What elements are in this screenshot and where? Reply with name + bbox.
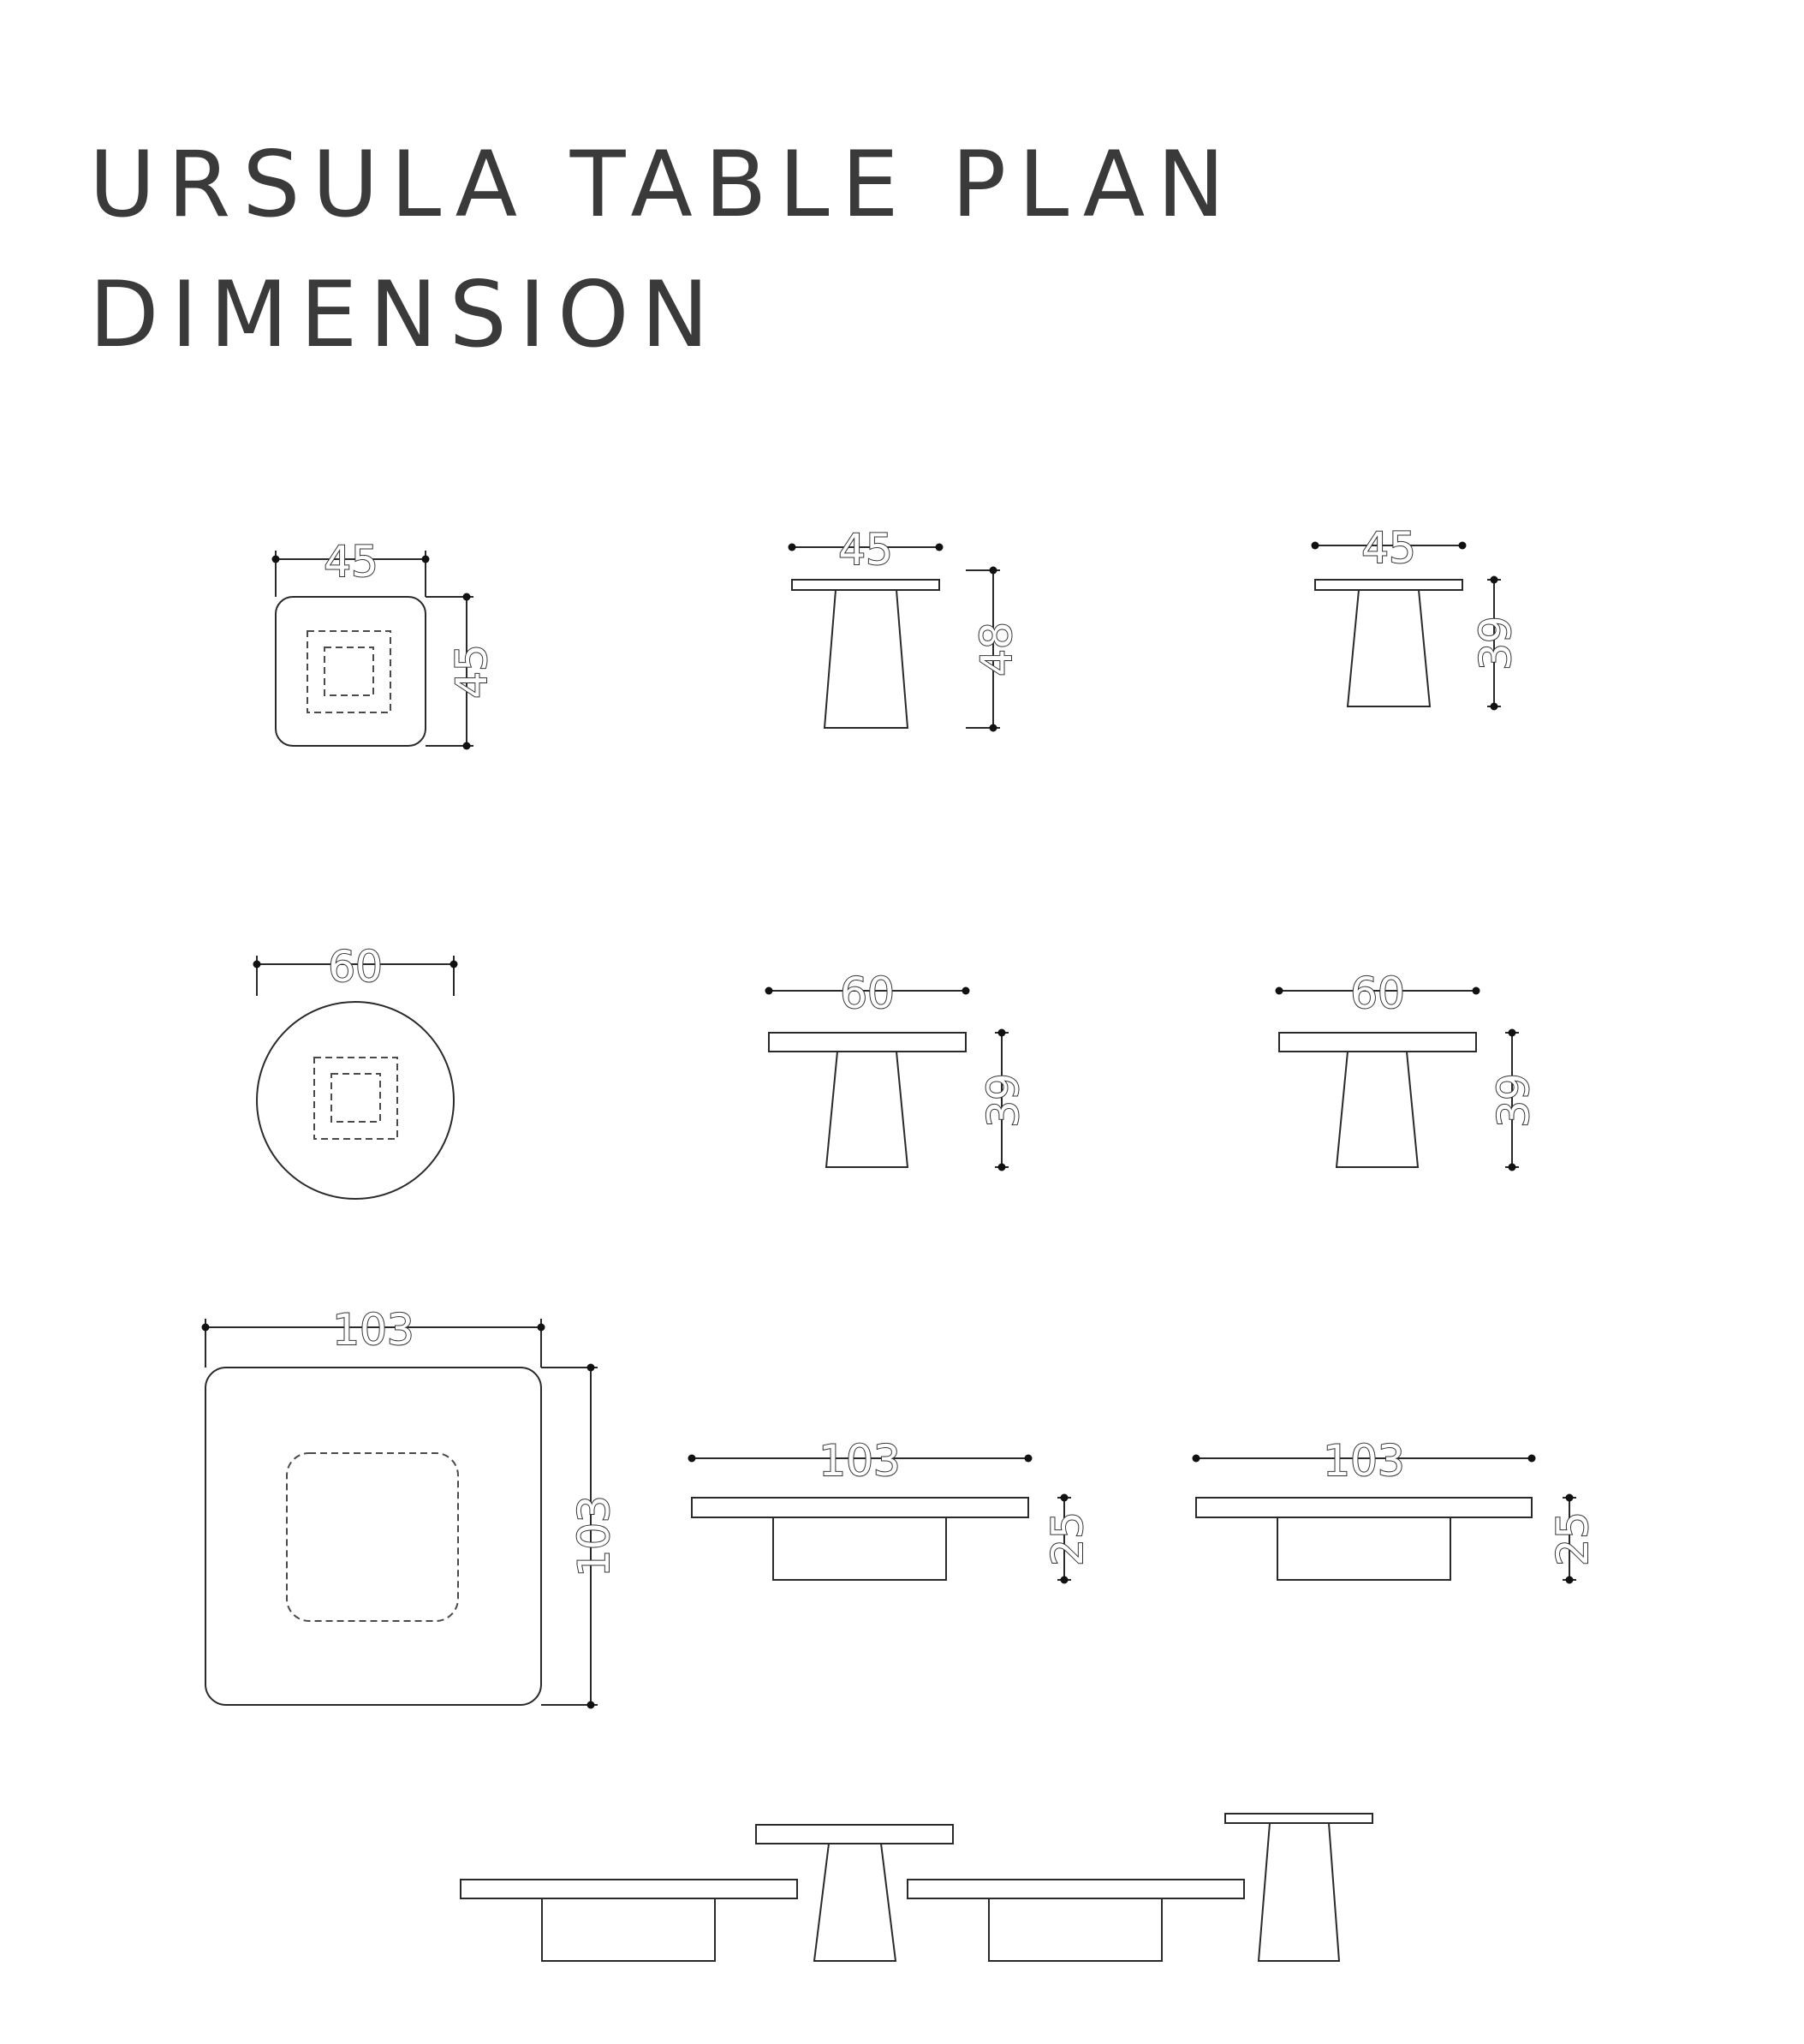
title-line-2: DIMENSION <box>89 262 721 367</box>
dim-point <box>1458 541 1467 550</box>
group-small-side-table <box>1224 1813 1373 1962</box>
conical-base <box>825 1051 909 1168</box>
page-title: URSULA TABLE PLAN DIMENSION <box>89 120 1237 380</box>
dim-point <box>1508 1028 1516 1037</box>
dim-point <box>1565 1493 1574 1502</box>
dim-point <box>586 1701 595 1709</box>
group-coffee-table-left <box>460 1879 798 1962</box>
dim-point <box>765 986 773 995</box>
dim-label-height: 25 <box>1548 1511 1598 1566</box>
conical-base <box>1257 1822 1341 1962</box>
dim-label-height: 39 <box>1471 616 1521 670</box>
dim-point <box>462 593 471 601</box>
dim-point <box>201 1323 210 1332</box>
conical-base <box>813 1843 897 1962</box>
tabletop <box>1224 1813 1373 1824</box>
dim-point <box>421 555 430 563</box>
dim-label-height: 25 <box>1043 1511 1093 1566</box>
dim-point <box>997 1163 1006 1171</box>
dim-point <box>1024 1454 1033 1463</box>
conical-base <box>1335 1051 1420 1168</box>
dim-point <box>997 1028 1006 1037</box>
plinth-base <box>988 1898 1163 1962</box>
tabletop <box>1278 1032 1477 1052</box>
dim-label-depth: 103 <box>569 1495 619 1576</box>
small-short-elevation: 45 39 <box>1311 522 1521 711</box>
plinth-base <box>1277 1517 1451 1581</box>
tabletop <box>460 1879 798 1899</box>
tabletop <box>791 579 940 591</box>
dim-point <box>462 742 471 750</box>
round-elevation-a: 60 39 <box>765 968 1029 1171</box>
small-square-outline <box>275 596 426 747</box>
dim-point <box>1527 1454 1536 1463</box>
plinth-base <box>541 1898 716 1962</box>
dim-label-height: 39 <box>979 1073 1028 1128</box>
dim-point <box>253 960 261 968</box>
dim-point <box>935 543 944 551</box>
tabletop <box>691 1497 1029 1518</box>
round-elevation-b: 60 39 <box>1275 968 1539 1171</box>
conical-base <box>823 589 909 729</box>
dim-label-width: 45 <box>324 537 378 587</box>
dim-point <box>1311 541 1319 550</box>
dim-point <box>537 1323 545 1332</box>
large-square-plan: 103 103 <box>201 1304 620 1709</box>
tabletop <box>768 1032 967 1052</box>
dim-label-width: 103 <box>1323 1436 1404 1486</box>
dim-point <box>271 555 280 563</box>
dim-point <box>1060 1576 1069 1584</box>
title-line-1: URSULA TABLE PLAN <box>89 132 1237 237</box>
dim-point <box>1060 1493 1069 1502</box>
small-square-inner-outline <box>324 647 374 696</box>
large-square-base-outline <box>286 1452 459 1622</box>
round-top-outline <box>256 1001 455 1200</box>
dim-label-height: 39 <box>1489 1073 1539 1128</box>
dim-label-height: 48 <box>972 622 1021 676</box>
dim-point <box>450 960 458 968</box>
dim-label-depth: 45 <box>447 644 497 699</box>
small-square-base-outline <box>307 630 391 713</box>
dim-point <box>989 566 997 575</box>
dim-point <box>1565 1576 1574 1584</box>
dim-point <box>1490 575 1498 584</box>
table-group-composition <box>460 1813 1373 1962</box>
group-round-side-table <box>755 1824 954 1962</box>
dim-point <box>1192 1454 1200 1463</box>
large-elevation-b: 103 25 <box>1192 1435 1599 1584</box>
tabletop <box>907 1879 1245 1899</box>
dim-point <box>1508 1163 1516 1171</box>
conical-base <box>1346 589 1432 707</box>
dim-label-width: 103 <box>819 1436 900 1486</box>
dim-point <box>688 1454 696 1463</box>
dim-point <box>1472 986 1480 995</box>
tabletop <box>755 1824 954 1844</box>
dim-label-diameter: 60 <box>328 942 383 992</box>
dim-point <box>586 1363 595 1372</box>
dim-point <box>788 543 796 551</box>
plinth-base <box>772 1517 947 1581</box>
small-tall-elevation: 45 48 <box>788 524 1022 732</box>
dim-point <box>962 986 970 995</box>
group-coffee-table-right <box>907 1879 1245 1962</box>
round-plan: 60 <box>253 941 458 1200</box>
dim-point <box>1275 986 1283 995</box>
large-elevation-a: 103 25 <box>688 1435 1093 1584</box>
tabletop <box>1314 579 1463 591</box>
dim-label-width: 60 <box>840 968 895 1018</box>
dim-label-width: 103 <box>332 1305 414 1355</box>
large-square-outline <box>205 1367 542 1706</box>
dim-label-width: 45 <box>1361 523 1416 573</box>
round-inner-outline <box>330 1073 381 1123</box>
small-square-plan: 45 45 <box>271 536 497 750</box>
dim-point <box>1490 702 1498 711</box>
tabletop <box>1195 1497 1533 1518</box>
round-base-outline <box>313 1057 398 1140</box>
dim-point <box>989 724 997 732</box>
dim-label-width: 45 <box>838 525 893 575</box>
dim-label-width: 60 <box>1350 968 1405 1018</box>
